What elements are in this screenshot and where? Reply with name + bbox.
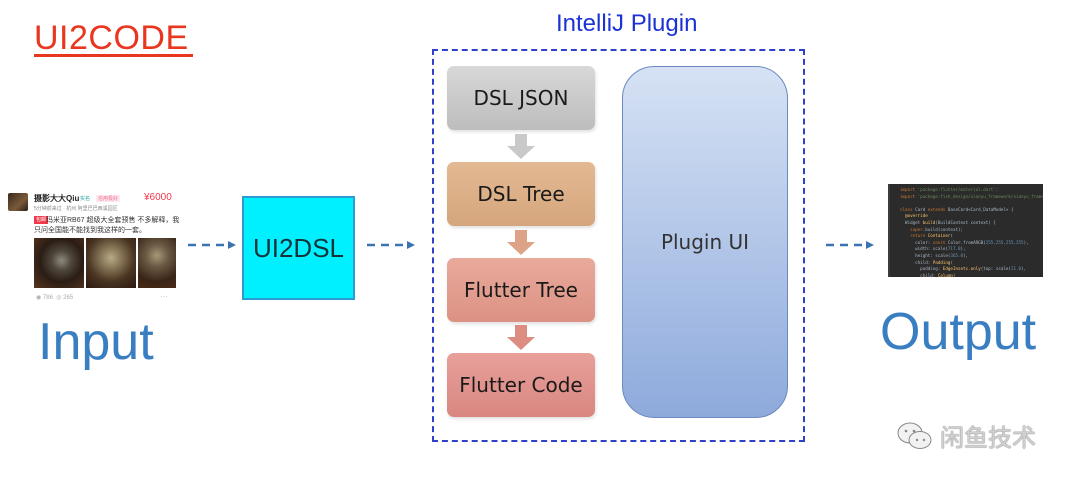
- dashed-arrow-icon: [826, 241, 874, 249]
- code-token: 'package:fish_design/xianyu_framework/xi…: [917, 193, 1043, 199]
- stage-flutter-tree: Flutter Tree: [447, 258, 595, 322]
- code-token: Column: [937, 272, 953, 277]
- code-token: 'package:flutter/material.dart';: [917, 187, 999, 192]
- ui2dsl-box: UI2DSL: [242, 196, 355, 300]
- watermark-text: 闲鱼技术: [940, 425, 1036, 452]
- intellij-plugin-title: IntelliJ Plugin: [556, 10, 698, 37]
- card-user-name: 摄影大大Qiu: [34, 194, 80, 203]
- code-token: ),: [960, 246, 966, 252]
- code-token: .build(context);: [922, 226, 964, 232]
- code-token: Color.fromARGB(: [947, 239, 986, 245]
- ui2code-title: UI2CODE: [34, 19, 189, 57]
- code-token: (: [950, 233, 953, 239]
- stage-dsl-json: DSL JSON: [447, 66, 595, 130]
- code-token: (: [952, 272, 956, 277]
- code-line: Widget build(BuildContext context) {: [900, 220, 1039, 227]
- watermark: 闲鱼技术: [896, 418, 1036, 453]
- code-token: Widget: [900, 219, 923, 225]
- eye-icon: ◉: [36, 295, 43, 301]
- code-line: height: scale(365.0),: [900, 253, 1039, 260]
- code-line: child: Column(: [900, 273, 1039, 277]
- code-line: width: scale(717.0),: [900, 246, 1039, 253]
- code-token: (BuildContext context) {: [935, 219, 996, 225]
- output-code-panel: import 'package:flutter/material.dart';i…: [888, 184, 1043, 277]
- code-token: ),: [963, 252, 969, 258]
- code-token: class: [900, 206, 916, 212]
- code-token: ),: [1021, 266, 1027, 272]
- code-token: ),: [1023, 239, 1029, 245]
- verified-badge: 实名: [80, 196, 91, 202]
- code-line: @override: [900, 213, 1039, 220]
- user-avatar: [8, 193, 28, 211]
- code-token: color:: [900, 239, 933, 245]
- down-arrow-icon: [507, 230, 535, 258]
- code-token: child:: [900, 272, 938, 277]
- code-token: BaseCard<Card_DataModel> {: [947, 206, 1014, 212]
- title-underline: [34, 54, 193, 57]
- down-arrow-icon: [507, 134, 535, 162]
- input-label: Input: [38, 313, 154, 371]
- views-count: 786: [42, 295, 53, 301]
- dashed-arrow-icon: [188, 241, 236, 249]
- code-token: @override: [900, 213, 928, 219]
- code-line: import 'package:fish_design/xianyu_frame…: [900, 193, 1043, 201]
- code-line: class Card extends BaseCard<Card_DataMod…: [900, 207, 1039, 214]
- code-token: padding:: [900, 266, 943, 272]
- plugin-ui-panel: Plugin UI: [622, 66, 788, 418]
- stage-dsl-tree: DSL Tree: [447, 162, 595, 226]
- code-line: return Container(: [900, 233, 1039, 240]
- arrow-input-to-ui2dsl: [188, 240, 238, 250]
- card-photo-2: [86, 238, 136, 288]
- arrow-plugin-to-output: [826, 240, 876, 250]
- code-token: (top: scale(: [980, 266, 1011, 272]
- credit-badge: 信用极好: [96, 195, 121, 202]
- code-token: child:: [900, 259, 933, 265]
- code-token: Container: [927, 233, 951, 239]
- wechat-icon: [897, 422, 932, 449]
- comment-icon: ◎: [54, 295, 64, 301]
- card-photo-3: [138, 238, 176, 288]
- card-description-line-2: 只问全国能不能找到我这样的一套。: [34, 227, 146, 234]
- code-token: Card: [915, 206, 928, 212]
- card-description-line-1: 玛米亚RB67 超级大全套预售 不多解释，我: [46, 217, 180, 224]
- intellij-plugin-container: [432, 49, 805, 442]
- code-line: child: Padding(: [900, 260, 1039, 267]
- code-token: height: scale(: [900, 252, 951, 258]
- output-label: Output: [880, 303, 1037, 361]
- card-photo-1: [34, 238, 84, 288]
- code-line: import 'package:flutter/material.dart';: [900, 187, 1039, 194]
- code-token: 21.0: [1010, 266, 1022, 272]
- code-token: const: [932, 239, 948, 245]
- code-token: 365.0: [950, 252, 964, 258]
- code-line: super.build(context);: [900, 227, 1039, 234]
- code-token: 717.0: [947, 246, 961, 252]
- code-token: import: [900, 187, 918, 192]
- card-meta: 5分钟前来过 · 杭州 阿里巴巴西溪园区: [34, 206, 118, 212]
- code-token: (: [950, 259, 953, 265]
- more-icon: ···: [160, 292, 168, 301]
- code-line: padding: EdgeInsets.only(top: scale(21.0…: [900, 266, 1039, 273]
- arrow-ui2dsl-to-plugin: [367, 240, 417, 250]
- code-token: import: [900, 193, 918, 199]
- code-token: [900, 200, 903, 205]
- code-token: extends: [927, 206, 948, 212]
- card-tag: 包邮: [34, 216, 49, 224]
- code-line: color: const Color.fromARGB(255,255,255,…: [900, 240, 1039, 247]
- code-token: return: [900, 233, 928, 239]
- code-token: build: [922, 219, 936, 225]
- down-arrow-icon: [507, 325, 535, 353]
- code-token: Padding: [932, 259, 951, 265]
- code-token: EdgeInsets.only: [942, 266, 981, 272]
- code-line: [900, 200, 1039, 207]
- comments-count: 265: [63, 295, 74, 301]
- stage-flutter-code: Flutter Code: [447, 353, 595, 417]
- card-price: ¥6000: [144, 192, 172, 203]
- card-stats: ◉ 786 ◎ 265: [36, 294, 73, 301]
- code-token: width: scale(: [900, 246, 948, 252]
- code-token: 255,255,255,255: [985, 239, 1024, 245]
- dashed-arrow-icon: [367, 241, 415, 249]
- code-token: super: [900, 226, 923, 232]
